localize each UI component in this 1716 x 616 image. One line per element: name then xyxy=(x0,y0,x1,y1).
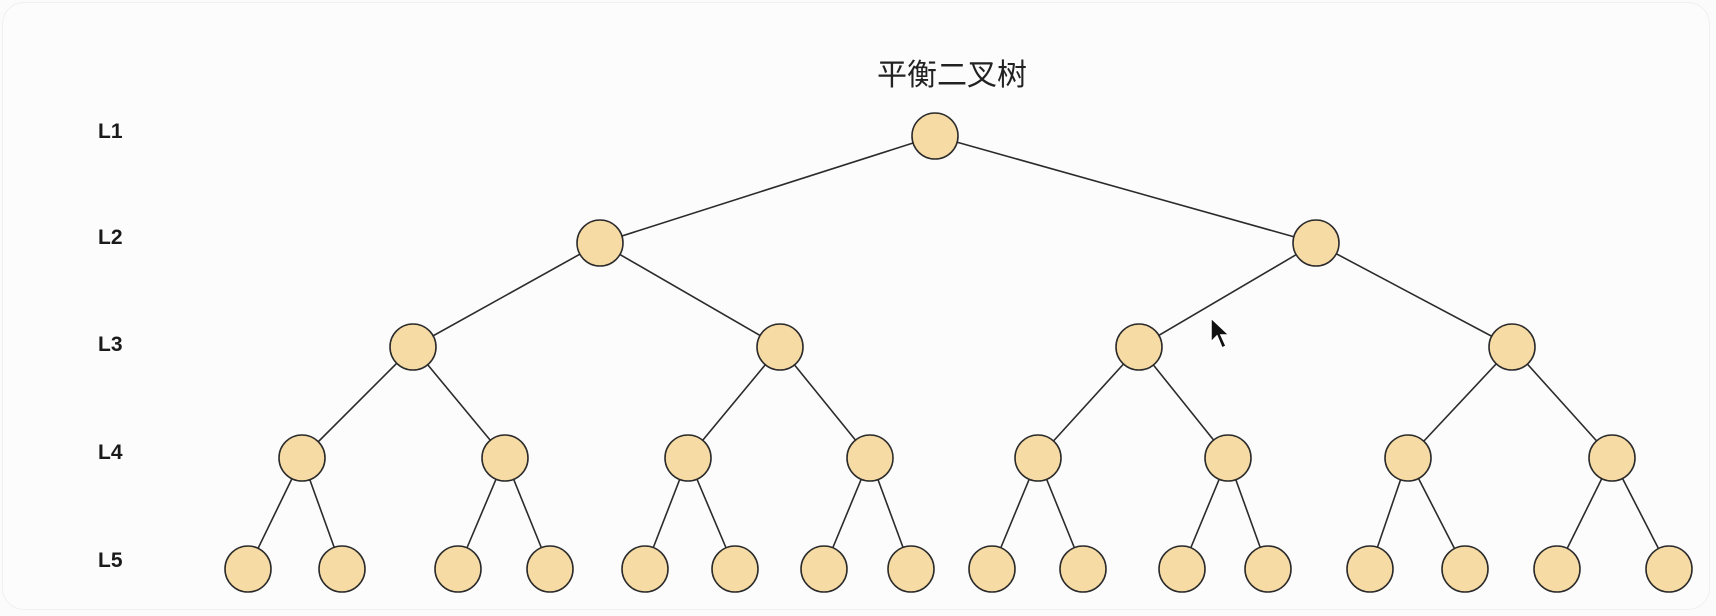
tree-node-l5-7 xyxy=(800,545,848,593)
tree-node-l3-1 xyxy=(389,323,437,371)
tree-node-l5-4 xyxy=(526,545,574,593)
tree-node-l5-10 xyxy=(1059,545,1107,593)
tree-node-l3-4 xyxy=(1488,323,1536,371)
tree-node-l3-3 xyxy=(1115,323,1163,371)
tree-edge-l3-1-right xyxy=(412,346,506,459)
tree-edge-l1-1-right xyxy=(934,135,1317,244)
tree-edge-l2-1-left xyxy=(412,242,601,348)
tree-edge-l2-2-left xyxy=(1138,242,1317,348)
tree-node-l5-1 xyxy=(224,545,272,593)
level-label-2: L2 xyxy=(98,226,123,249)
tree-node-l4-8 xyxy=(1588,434,1636,482)
tree-edge-l3-3-left xyxy=(1037,346,1140,459)
tree-edge-l3-4-right xyxy=(1511,346,1613,459)
tree-edge-l3-4-left xyxy=(1407,346,1513,459)
tree-node-l5-13 xyxy=(1346,545,1394,593)
tree-node-l5-9 xyxy=(968,545,1016,593)
tree-node-l5-15 xyxy=(1533,545,1581,593)
tree-node-l5-3 xyxy=(434,545,482,593)
tree-node-l1-1 xyxy=(911,112,959,160)
tree-edge-l3-2-left xyxy=(687,346,781,459)
mouse-pointer-icon xyxy=(1210,316,1231,350)
tree-edge-l1-1-left xyxy=(599,135,936,244)
tree-node-l5-2 xyxy=(318,545,366,593)
tree-node-l5-8 xyxy=(887,545,935,593)
level-label-4: L4 xyxy=(98,441,123,464)
tree-node-l4-1 xyxy=(278,434,326,482)
level-label-1: L1 xyxy=(98,120,123,143)
tree-node-l2-1 xyxy=(576,219,624,267)
tree-node-l4-2 xyxy=(481,434,529,482)
tree-edge-l2-1-right xyxy=(599,242,781,348)
tree-node-l5-11 xyxy=(1158,545,1206,593)
tree-node-l5-5 xyxy=(621,545,669,593)
tree-edge-l3-2-right xyxy=(779,346,871,459)
level-label-3: L3 xyxy=(98,333,123,356)
tree-edge-l3-1-left xyxy=(301,346,414,459)
tree-node-l4-3 xyxy=(664,434,712,482)
tree-node-l5-12 xyxy=(1244,545,1292,593)
tree-edges xyxy=(247,135,1670,570)
tree-node-l3-2 xyxy=(756,323,804,371)
diagram-title: 平衡二叉树 xyxy=(877,58,1027,93)
tree-node-l5-16 xyxy=(1645,545,1693,593)
tree-node-l5-14 xyxy=(1441,545,1489,593)
tree-nodes xyxy=(224,112,1693,593)
tree-node-l2-2 xyxy=(1292,219,1340,267)
level-label-5: L5 xyxy=(98,549,123,572)
tree-node-l4-4 xyxy=(846,434,894,482)
tree-edge-l2-2-right xyxy=(1315,242,1513,348)
tree-node-l4-5 xyxy=(1014,434,1062,482)
tree-node-l4-7 xyxy=(1384,434,1432,482)
tree-node-l4-6 xyxy=(1204,434,1252,482)
tree-node-l5-6 xyxy=(711,545,759,593)
